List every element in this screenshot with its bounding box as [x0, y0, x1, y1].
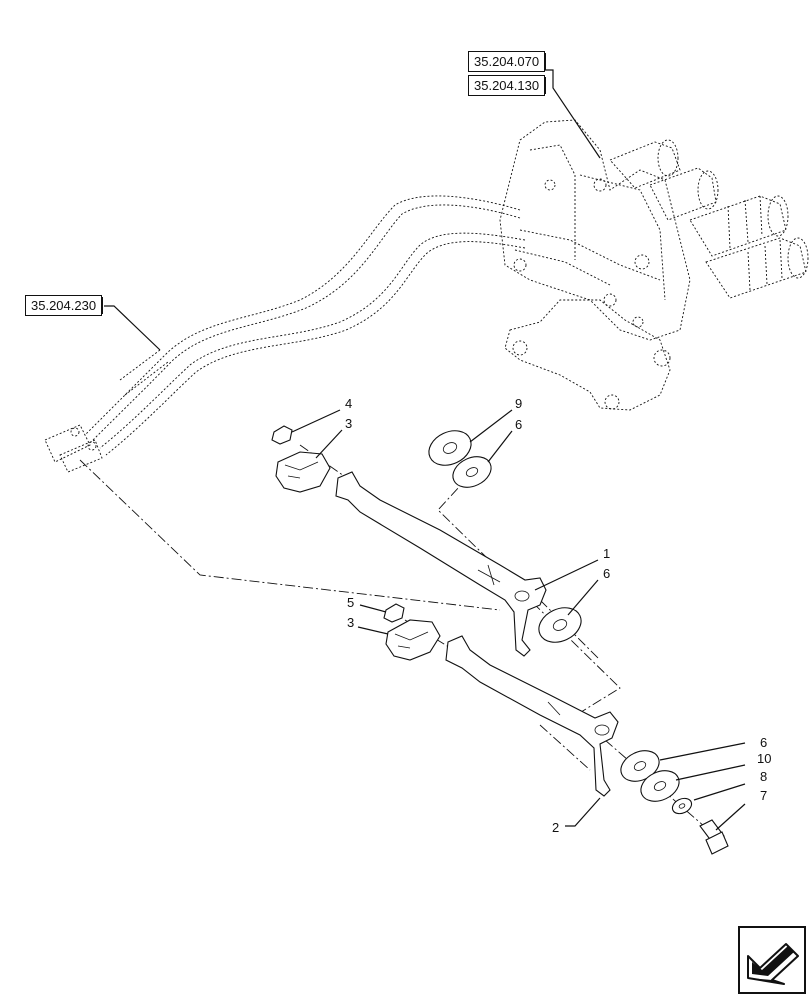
callout-6-lower: 6: [760, 735, 768, 750]
callout-9: 9: [515, 396, 523, 411]
callout-8: 8: [760, 769, 768, 784]
callout-10: 10: [757, 751, 772, 766]
callout-5: 5: [347, 595, 355, 610]
washer-lever-1: [538, 607, 582, 643]
lower-nut: [383, 603, 405, 623]
callout-4: 4: [345, 396, 353, 411]
previous-page-arrow-icon[interactable]: [738, 926, 806, 994]
valve-assembly: [499, 119, 809, 411]
hydraulic-hoses: [44, 195, 526, 473]
lower-knob: [385, 619, 441, 661]
reference-link-top-2[interactable]: 35.204.130: [468, 75, 546, 96]
callout-7: 7: [760, 788, 768, 803]
callout-6-upper: 6: [515, 417, 523, 432]
reference-link-left[interactable]: 35.204.230: [25, 295, 103, 316]
lower-lever: [445, 635, 619, 797]
callout-2: 2: [552, 820, 560, 835]
upper-knob: [275, 451, 331, 493]
upper-lever: [335, 471, 547, 657]
solenoid-cylinders: [609, 139, 809, 299]
callout-6-middle: 6: [603, 566, 611, 581]
lower-fasteners: [620, 750, 729, 855]
callout-1: 1: [603, 546, 611, 561]
leader-lines: [104, 69, 746, 831]
callout-3-upper: 3: [345, 416, 353, 431]
upper-nut: [271, 425, 293, 445]
callout-3-lower: 3: [347, 615, 355, 630]
washers-upper-right: [428, 430, 492, 488]
reference-link-top-1[interactable]: 35.204.070: [468, 51, 546, 72]
